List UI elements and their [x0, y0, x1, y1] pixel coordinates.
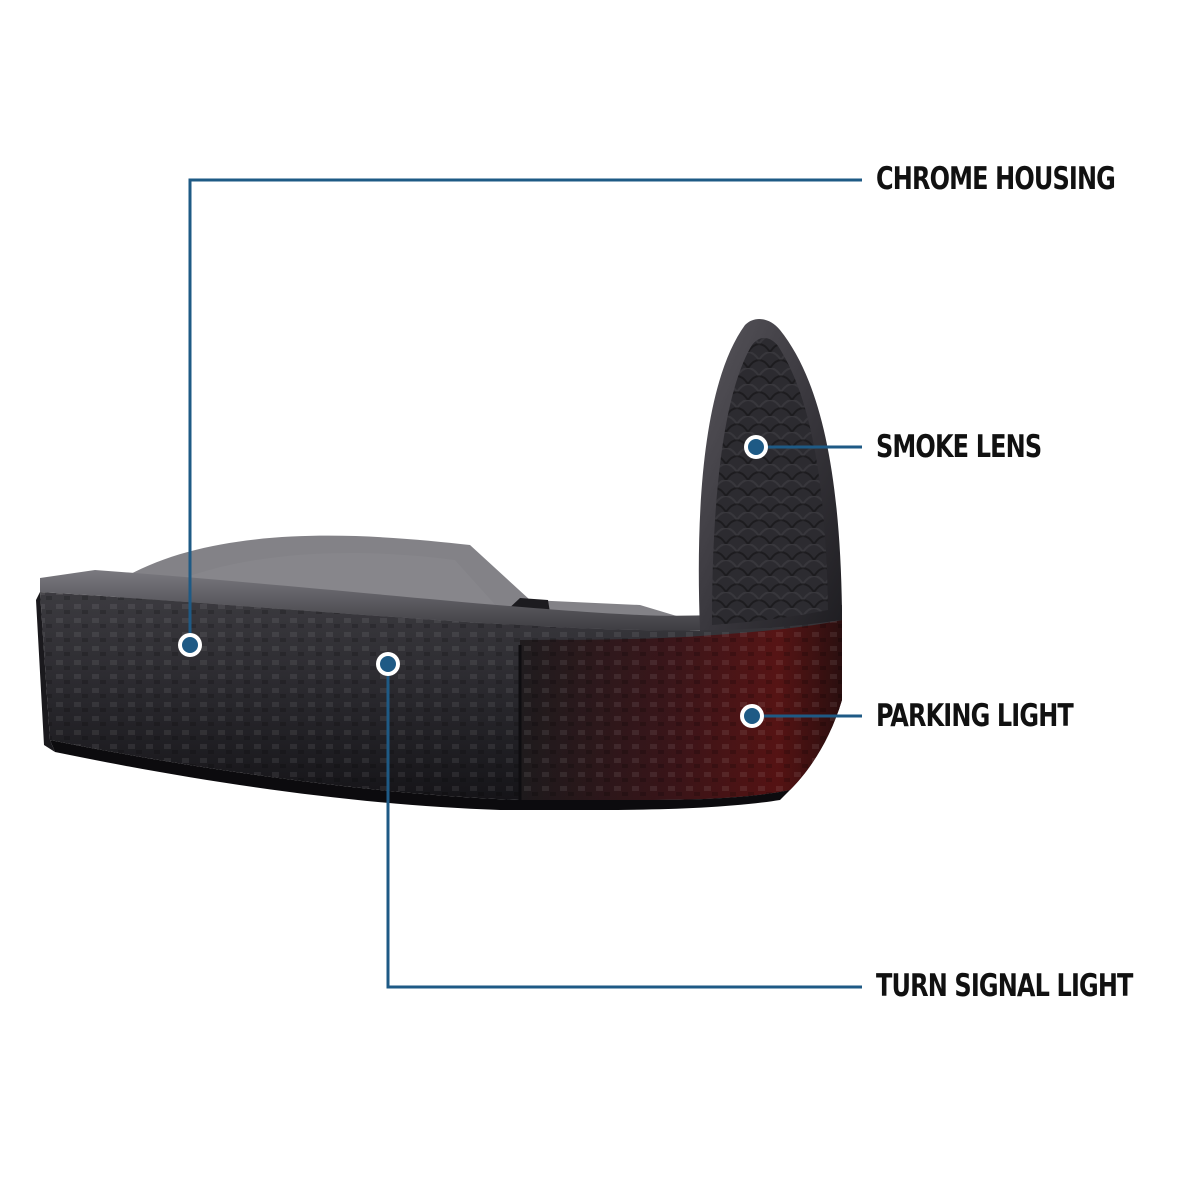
leader-line-chrome-housing — [188, 178, 862, 645]
smoke-lens-texture — [712, 337, 828, 625]
marker-parking-light — [744, 708, 760, 724]
label-smoke-lens: SMOKE LENS — [876, 429, 1042, 465]
label-turn-signal-light: TURN SIGNAL LIGHT — [876, 968, 1133, 1004]
lens-bottom-edge — [50, 740, 790, 810]
leader-line-turn-signal — [386, 664, 862, 989]
marker-smoke-lens — [748, 439, 764, 455]
leader-lines — [188, 178, 862, 989]
label-parking-light: PARKING LIGHT — [876, 698, 1074, 734]
housing-top-rim — [40, 570, 842, 631]
callout-markers — [178, 435, 768, 728]
parking-light-texture — [520, 620, 842, 800]
label-chrome-housing: CHROME HOUSING — [876, 161, 1116, 197]
marker-turn-signal — [380, 656, 396, 672]
marker-chrome-housing — [182, 637, 198, 653]
lens-end-cap — [36, 592, 55, 752]
